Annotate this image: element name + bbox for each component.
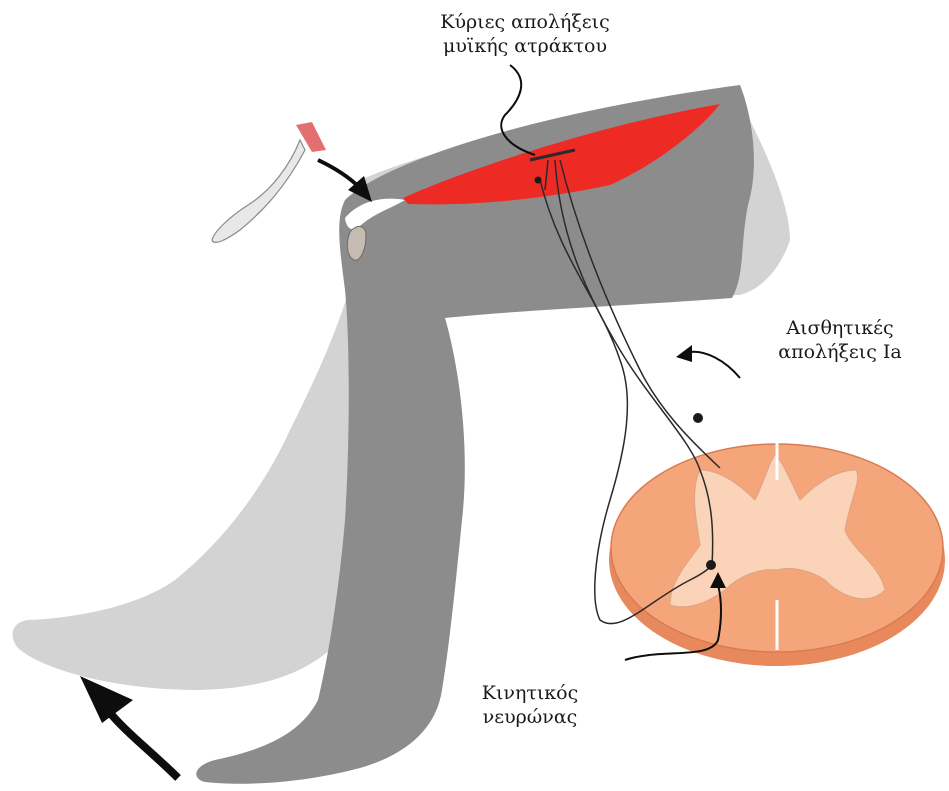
sensory-arrowhead [676, 345, 692, 362]
motor-label-line1: Κινητικός [430, 681, 630, 705]
motor-neuron-soma [706, 560, 716, 570]
sensory-label-line2: απολήξεις Ia [740, 340, 940, 364]
spindle-label-line1: Κύριες απολήξεις [385, 10, 665, 34]
kick-arrow-icon [80, 676, 178, 778]
spinal-cord [609, 428, 945, 666]
spindle-endings-label: Κύριες απολήξεις μυϊκής ατράκτου [385, 10, 665, 58]
fiber-dot-ganglion [693, 413, 703, 423]
motor-neuron-label: Κινητικός νευρώνας [430, 681, 630, 729]
spindle-label-line2: μυϊκής ατράκτου [385, 34, 665, 58]
tap-arrow-icon [318, 160, 372, 202]
sensory-pointer [690, 352, 740, 378]
sensory-label-line1: Αισθητικές [740, 316, 940, 340]
motor-label-line2: νευρώνας [430, 705, 630, 729]
sensory-endings-label: Αισθητικές απολήξεις Ia [740, 316, 940, 364]
reflex-hammer-icon [212, 122, 326, 242]
fiber-dot-top [535, 177, 542, 184]
